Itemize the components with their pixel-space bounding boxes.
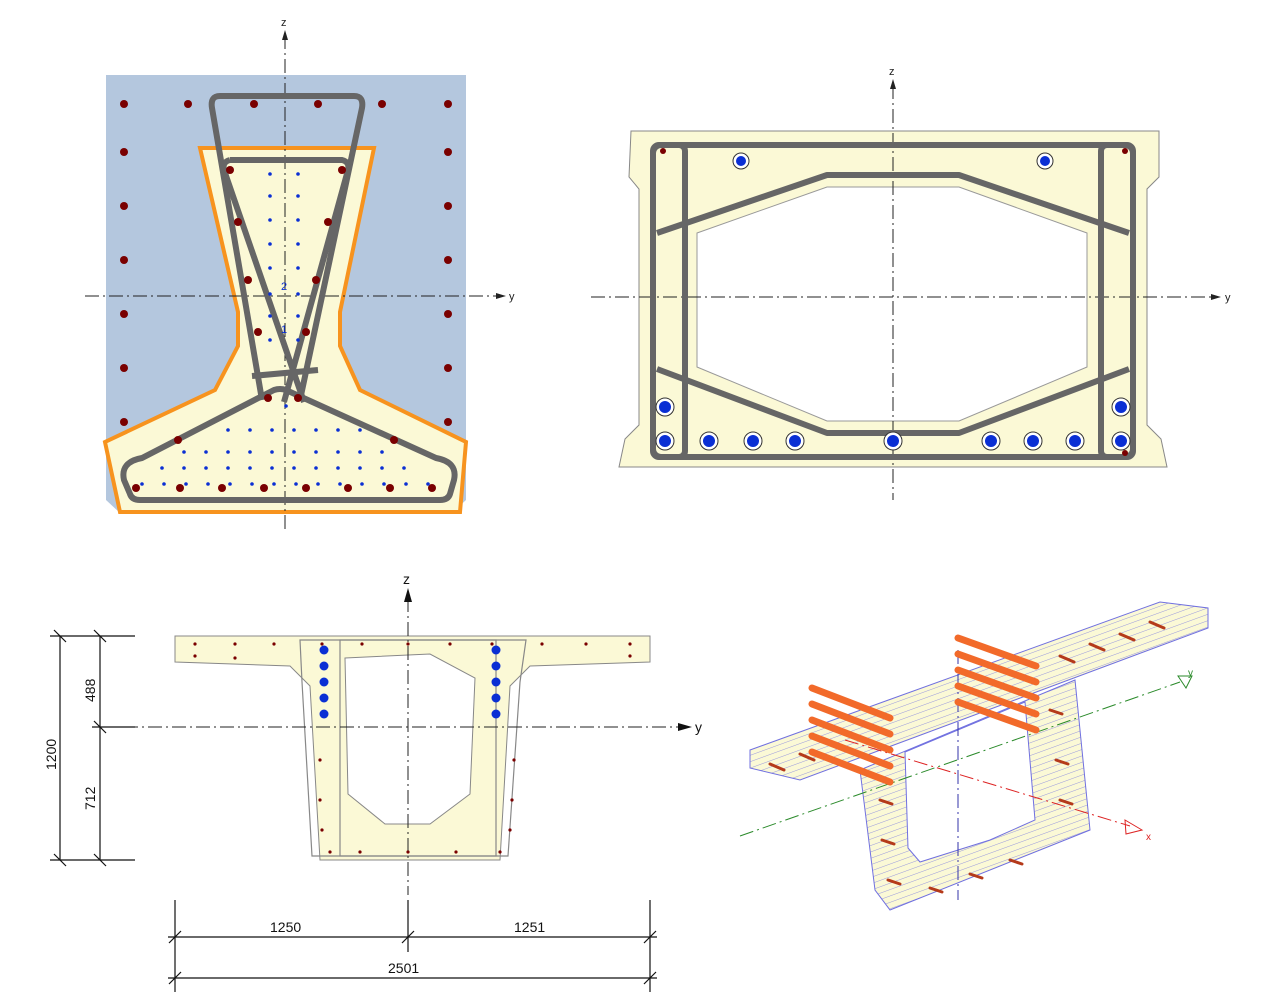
strand-dot xyxy=(404,482,408,486)
strand-dot xyxy=(162,482,166,486)
strand-dot xyxy=(292,450,296,454)
strand-dot xyxy=(402,466,406,470)
girder-3d-drawing: y x xyxy=(739,601,1209,911)
tendon-group-3d-right xyxy=(954,634,1040,734)
box-tendon-group xyxy=(655,152,1131,451)
stirrup-upper xyxy=(208,93,366,401)
dim-top-label: 488 xyxy=(82,678,98,702)
dim-total-width-label: 2501 xyxy=(388,960,419,976)
strand-dot xyxy=(228,482,232,486)
panel-girder-section: z y 488 712 1200 xyxy=(30,560,720,1000)
strand-dot xyxy=(248,450,252,454)
strand-dot xyxy=(270,466,274,470)
panel-box-section: z y xyxy=(585,55,1245,505)
strand-dot xyxy=(248,466,252,470)
strand-group-flange xyxy=(140,428,430,486)
strand-dot xyxy=(250,482,254,486)
stirrup-bottom xyxy=(120,386,458,503)
strand-dot xyxy=(226,466,230,470)
strand-dot xyxy=(380,466,384,470)
dim-left-label: 1250 xyxy=(270,919,301,935)
y-axis-label: y xyxy=(509,291,515,303)
strand-dot xyxy=(336,428,340,432)
girder-section-drawing: z y 488 712 1200 xyxy=(43,571,702,992)
strand-dot xyxy=(206,482,210,486)
strand-dot xyxy=(336,450,340,454)
strand-dot xyxy=(270,450,274,454)
girder-void xyxy=(344,653,476,825)
panel-ibeam-section: z y 2 1 xyxy=(60,10,540,540)
strand-dot xyxy=(182,450,186,454)
girder-rebar-group xyxy=(193,642,632,854)
strand-dot xyxy=(272,482,276,486)
dim-total-height-label: 1200 xyxy=(43,739,59,770)
box-void xyxy=(696,186,1088,422)
z-axis-label: z xyxy=(403,571,410,587)
strand-dot xyxy=(292,428,296,432)
strand-dot xyxy=(358,428,362,432)
strand-dot xyxy=(316,482,320,486)
vertical-dimensions: 488 712 1200 xyxy=(43,629,135,867)
strand-dot xyxy=(140,482,144,486)
dim-bottom-label: 712 xyxy=(82,786,98,810)
ibeam-section-drawing: z y 2 1 xyxy=(85,17,515,530)
strand-dot xyxy=(248,428,252,432)
strand-dot xyxy=(358,450,362,454)
x-axis-label-3d: x xyxy=(1146,832,1151,843)
y-axis-label: y xyxy=(1225,292,1231,304)
strand-dot xyxy=(226,428,230,432)
strand-dot xyxy=(382,482,386,486)
strand-dot xyxy=(204,466,208,470)
strand-dot xyxy=(336,466,340,470)
strand-dot xyxy=(426,482,430,486)
horizontal-dimensions: 1250 1251 2501 xyxy=(168,900,657,992)
strand-dot xyxy=(360,482,364,486)
z-axis-label: z xyxy=(889,66,895,78)
dim-right-label: 1251 xyxy=(514,919,545,935)
y-axis-label: y xyxy=(695,719,702,735)
strand-dot xyxy=(314,428,318,432)
girder-tendon-group xyxy=(319,645,501,719)
tendon-label-2: 2 xyxy=(281,281,287,293)
strand-dot xyxy=(204,450,208,454)
strand-dot xyxy=(338,482,342,486)
strand-dot xyxy=(314,450,318,454)
strand-dot xyxy=(226,450,230,454)
stirrup-inner xyxy=(220,157,352,403)
strand-dot xyxy=(292,466,296,470)
strand-dot xyxy=(270,428,274,432)
box-rebar-group xyxy=(660,148,1128,456)
tendon-group-3d-left xyxy=(808,684,894,786)
panel-3d-view: y x xyxy=(730,590,1230,930)
y-axis-label-3d: y xyxy=(1188,668,1193,679)
tendon-label-1: 1 xyxy=(281,324,287,336)
rebar-group-outer xyxy=(120,100,452,492)
strand-dot xyxy=(358,466,362,470)
box-section-drawing: z y xyxy=(591,66,1231,500)
box-stirrups xyxy=(650,142,1136,460)
strand-group-web xyxy=(268,172,300,408)
box-void-3d xyxy=(904,701,1036,863)
strand-dot xyxy=(380,450,384,454)
strand-dot xyxy=(182,466,186,470)
strand-dot xyxy=(160,466,164,470)
strand-dot xyxy=(184,482,188,486)
strand-dot xyxy=(314,466,318,470)
strand-dot xyxy=(294,482,298,486)
z-axis-label: z xyxy=(281,17,287,29)
